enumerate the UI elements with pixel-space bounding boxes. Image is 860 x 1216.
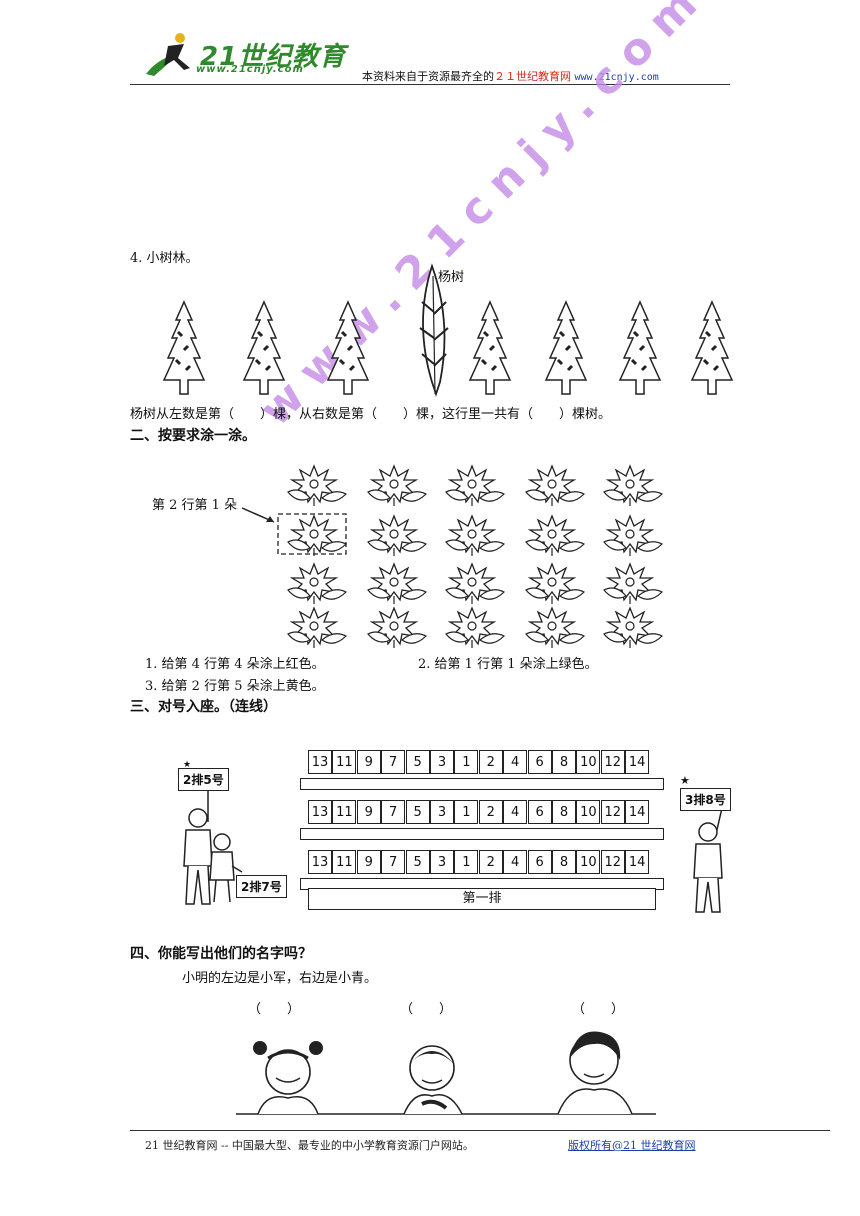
seat-sign-2: 2排7号: [236, 875, 287, 898]
seat-number[interactable]: 13: [308, 850, 332, 874]
section4-hint: 小明的左边是小军，右边是小青。: [182, 971, 378, 986]
name-answer-2[interactable]: （ ）: [400, 1002, 453, 1017]
seat-number[interactable]: 6: [527, 750, 552, 774]
footer-copyright-link[interactable]: 版权所有@21 世纪教育网: [568, 1139, 696, 1152]
q4-question: 杨树从左数是第（ ）棵，从右数是第（ ）棵，这行里一共有（ ）棵树。: [130, 407, 612, 422]
seat-number[interactable]: 7: [381, 750, 406, 774]
flower-grid: [241, 465, 663, 649]
section3-title: 三、对号入座。（连线）: [130, 699, 277, 715]
seat-sign-1: 2排5号: [178, 768, 229, 791]
footer-divider: [130, 1130, 830, 1131]
seat-number[interactable]: 9: [356, 750, 381, 774]
seat-number[interactable]: 12: [600, 850, 625, 874]
seat-number[interactable]: 3: [430, 750, 454, 774]
seat-number[interactable]: 13: [308, 800, 332, 824]
children-drawing-illustration: [236, 1031, 656, 1115]
name-answer-1[interactable]: （ ）: [248, 1002, 301, 1017]
seat-number[interactable]: 1: [454, 750, 479, 774]
header-url[interactable]: www.21cnjy.com: [574, 72, 659, 83]
logo-text: 21世纪教育: [200, 42, 347, 72]
seat-number[interactable]: 11: [332, 800, 357, 824]
seat-number[interactable]: 10: [576, 850, 601, 874]
seat-number[interactable]: 1: [454, 800, 479, 824]
header-site-name: ２１世纪教育网: [494, 70, 571, 83]
seat-number[interactable]: 5: [405, 800, 430, 824]
seat-number[interactable]: 2: [478, 850, 503, 874]
seat-number[interactable]: 8: [552, 750, 576, 774]
flower-row-1: [287, 465, 663, 507]
flower-callout: 第 2 行第 1 朵: [152, 498, 238, 513]
flower-row-2: [287, 515, 663, 557]
seat-number[interactable]: 12: [600, 800, 625, 824]
seat-number[interactable]: 11: [332, 850, 357, 874]
header-divider: [130, 84, 730, 85]
seat-number[interactable]: 9: [356, 850, 381, 874]
name-answer-3[interactable]: （ ）: [572, 1002, 625, 1017]
seat-number[interactable]: 2: [478, 800, 503, 824]
bench: [300, 778, 664, 790]
logo-url: www.21cnjy.com: [196, 64, 304, 75]
bench: [300, 828, 664, 840]
task-1: 1. 给第 4 行第 4 朵涂上红色。: [145, 657, 325, 672]
flower-row-3: [287, 563, 663, 605]
seat-number[interactable]: 2: [478, 750, 503, 774]
seat-number[interactable]: 11: [332, 750, 357, 774]
header-notice: 本资料来自于资源最齐全的２１世纪教育网 www.21cnjy.com: [362, 70, 659, 83]
seat-number[interactable]: 6: [527, 850, 552, 874]
seat-number[interactable]: 8: [552, 850, 576, 874]
tree-row-illustration: [162, 263, 734, 397]
section4-title: 四、你能写出他们的名字吗？: [130, 946, 312, 962]
seat-number[interactable]: 1: [454, 850, 479, 874]
row-label: 第一排: [308, 888, 656, 910]
task-3: 3. 给第 2 行第 5 朵涂上黄色。: [145, 679, 325, 694]
q4-title: 4. 小树林。: [130, 251, 199, 266]
seat-number[interactable]: 10: [576, 800, 601, 824]
seat-number[interactable]: 7: [381, 800, 406, 824]
task-2: 2. 给第 1 行第 1 朵涂上绿色。: [418, 657, 598, 672]
seat-number[interactable]: 5: [405, 750, 430, 774]
seat-sign-3: 3排8号: [680, 788, 731, 811]
seat-number[interactable]: 4: [503, 750, 528, 774]
site-logo: [138, 28, 338, 80]
adult-and-child-figures: [183, 768, 243, 905]
seat-number[interactable]: 12: [600, 750, 625, 774]
seat-number[interactable]: 4: [503, 850, 528, 874]
seat-number[interactable]: 14: [625, 850, 650, 874]
seat-number[interactable]: 10: [576, 750, 601, 774]
section2-title: 二、按要求涂一涂。: [130, 428, 256, 444]
seat-number[interactable]: 9: [356, 800, 381, 824]
seat-number[interactable]: 4: [503, 800, 528, 824]
seat-number[interactable]: 7: [381, 850, 406, 874]
star-icon: ★: [183, 760, 192, 770]
seat-number[interactable]: 8: [552, 800, 576, 824]
seat-number[interactable]: 3: [430, 850, 454, 874]
boy-figure: [693, 808, 723, 913]
flower-row-4: [287, 607, 663, 649]
seat-number[interactable]: 14: [625, 800, 650, 824]
seat-number[interactable]: 6: [527, 800, 552, 824]
star-icon: ★: [680, 774, 690, 787]
seat-number[interactable]: 14: [625, 750, 650, 774]
footer-text: 21 世纪教育网 -- 中国最大型、最专业的中小学教育资源门户网站。: [145, 1139, 474, 1152]
poplar-label: 杨树: [438, 270, 465, 285]
seat-number[interactable]: 13: [308, 750, 332, 774]
seat-number[interactable]: 3: [430, 800, 454, 824]
seat-number[interactable]: 5: [405, 850, 430, 874]
